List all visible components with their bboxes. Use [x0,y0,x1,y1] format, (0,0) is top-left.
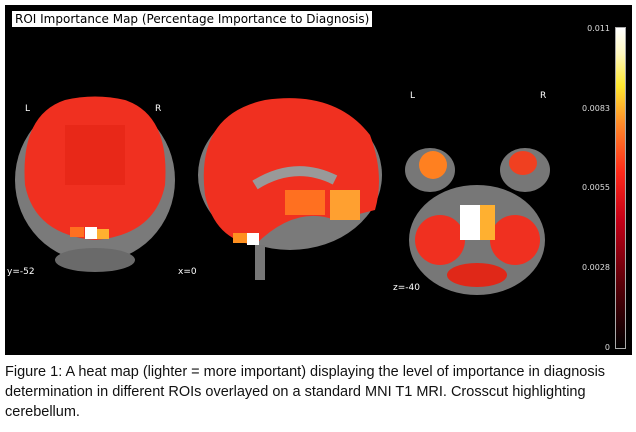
figure-panel: ROI Importance Map (Percentage Importanc… [5,5,632,355]
colorbar-tick: 0 [604,343,610,352]
coronal-right-label: R [155,104,162,114]
coronal-coord-label: y=-52 [7,267,35,277]
axial-slice [405,148,550,295]
axial-left-label: L [410,91,416,101]
sagittal-coord-label: x=0 [178,267,197,277]
sagittal-slice [198,98,382,280]
figure-caption: Figure 1: A heat map (lighter = more imp… [5,364,606,420]
colorbar-tick: 0.011 [587,24,610,33]
colorbar-tick: 0.0083 [582,104,610,113]
axial-right-label: R [540,91,547,101]
colorbar-tick: 0.0055 [582,183,610,192]
axial-coord-label: z=-40 [393,283,420,293]
coronal-left-label: L [25,104,31,114]
figure-title: ROI Importance Map (Percentage Importanc… [12,11,373,27]
brain-slices [15,96,550,295]
colorbar [615,27,626,349]
coronal-slice [15,96,175,272]
colorbar-tick: 0.0028 [582,263,610,272]
